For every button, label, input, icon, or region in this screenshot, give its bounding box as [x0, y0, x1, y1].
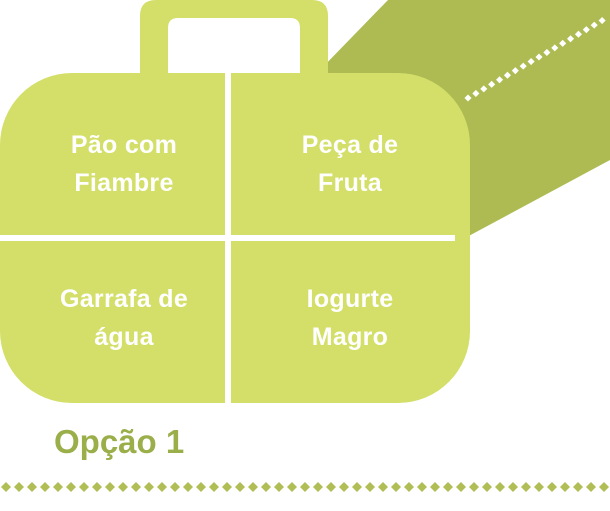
diamond-mark — [482, 482, 492, 492]
zigzag-notch — [598, 17, 606, 25]
diamond-mark — [248, 482, 258, 492]
diamond-mark — [105, 482, 115, 492]
diamond-mark — [599, 482, 609, 492]
zigzag-notch — [574, 30, 582, 38]
diamond-mark — [157, 482, 167, 492]
diamond-mark — [274, 482, 284, 492]
diamond-mark — [300, 482, 310, 492]
diamond-mark — [573, 482, 583, 492]
diamond-mark — [27, 482, 37, 492]
diamond-mark — [235, 482, 245, 492]
diamond-mark — [521, 482, 531, 492]
diamond-mark — [365, 482, 375, 492]
diamond-mark — [508, 482, 518, 492]
diamond-mark — [79, 482, 89, 492]
diamond-mark — [391, 482, 401, 492]
compartment-top-left: Pão com Fiambre — [24, 126, 224, 202]
zigzag-notch — [472, 89, 480, 97]
diamond-mark — [534, 482, 544, 492]
zigzag-notch — [567, 35, 575, 43]
diamond-mark — [261, 482, 271, 492]
diamond-mark — [66, 482, 76, 492]
diamond-mark — [326, 482, 336, 492]
zigzag-notch — [503, 71, 511, 79]
diamond-mark — [183, 482, 193, 492]
diamond-mark — [404, 482, 414, 492]
compartment-top-right: Peça de Fruta — [250, 126, 450, 202]
diamond-mark — [92, 482, 102, 492]
diamond-mark — [443, 482, 453, 492]
diamond-mark — [1, 482, 11, 492]
diamond-mark — [495, 482, 505, 492]
diamond-mark — [170, 482, 180, 492]
zigzag-notch — [527, 58, 535, 66]
diamond-mark — [339, 482, 349, 492]
diamond-mark — [313, 482, 323, 492]
compartment-top-left-line1: Pão com — [70, 131, 178, 159]
bottom-diamond-border — [1, 482, 609, 492]
diamond-mark — [118, 482, 128, 492]
diamond-mark — [287, 482, 297, 492]
zigzag-notch — [464, 94, 472, 102]
diamond-mark — [378, 482, 388, 492]
diamond-mark — [209, 482, 219, 492]
zigzag-notch — [488, 80, 496, 88]
diamond-mark — [53, 482, 63, 492]
diamond-mark — [430, 482, 440, 492]
zigzag-notch — [535, 53, 543, 61]
zigzag-notch — [551, 44, 559, 52]
zigzag-notch — [496, 76, 504, 84]
compartment-bottom-left: Garrafa de água — [24, 280, 224, 356]
zigzag-notch — [582, 26, 590, 34]
compartment-bottom-left-line1: Garrafa de — [59, 285, 189, 313]
compartment-top-right-line2: Fruta — [318, 169, 382, 197]
diamond-mark — [222, 482, 232, 492]
compartment-bottom-right-line2: Magro — [311, 323, 389, 351]
zigzag-notch — [480, 85, 488, 93]
diamond-mark — [144, 482, 154, 492]
compartment-top-right-line1: Peça de — [301, 131, 399, 159]
diamond-mark — [456, 482, 466, 492]
diamond-mark — [14, 482, 24, 492]
band-zigzag-edge — [464, 17, 606, 102]
horizontal-divider — [0, 235, 455, 241]
zigzag-notch — [590, 21, 598, 29]
option-title: Opção 1 — [54, 423, 185, 460]
diamond-mark — [40, 482, 50, 492]
zigzag-notch — [543, 48, 551, 56]
compartment-bottom-right-line1: Iogurte — [306, 285, 394, 313]
diamond-mark — [417, 482, 427, 492]
zigzag-notch — [559, 39, 567, 47]
diamond-mark — [586, 482, 596, 492]
diamond-mark — [560, 482, 570, 492]
zigzag-notch — [519, 62, 527, 70]
diamond-mark — [469, 482, 479, 492]
diamond-mark — [131, 482, 141, 492]
diamond-mark — [196, 482, 206, 492]
case-handle — [140, 0, 328, 80]
compartment-bottom-right: Iogurte Magro — [250, 280, 450, 356]
compartment-bottom-left-line2: água — [94, 323, 154, 351]
diamond-mark — [352, 482, 362, 492]
diamond-mark — [547, 482, 557, 492]
zigzag-notch — [511, 67, 519, 75]
compartment-top-left-line2: Fiambre — [74, 169, 174, 197]
